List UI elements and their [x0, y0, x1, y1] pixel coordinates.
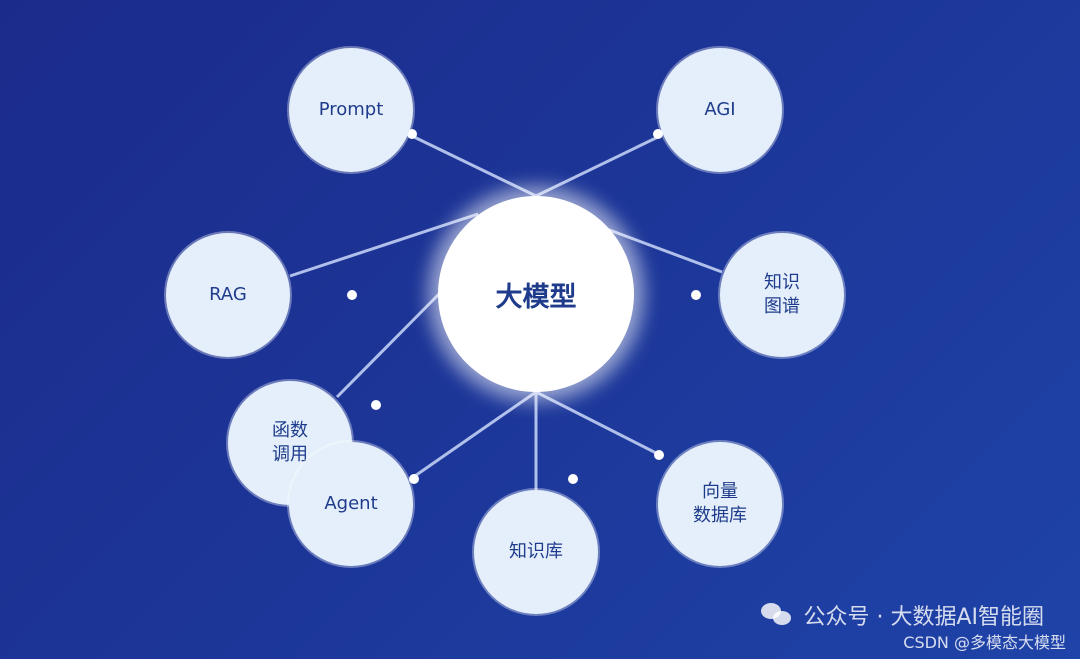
wechat-watermark-text: 公众号 · 大数据AI智能圈: [803, 605, 1044, 630]
connector-knowledge-graph: [603, 226, 723, 274]
dot-prompt: [407, 129, 417, 139]
node-rag: RAG: [166, 233, 290, 357]
center-node-label: 大模型: [495, 281, 577, 313]
node-prompt: Prompt: [289, 48, 413, 172]
node-knowledge-graph: 知识 图谱: [720, 233, 844, 357]
wechat-watermark: 公众号 · 大数据AI智能圈: [759, 599, 1044, 631]
node-knowledge-base-label: 知识库: [509, 540, 563, 562]
node-vector-db-label: 向量 数据库: [693, 480, 747, 526]
node-agi-label: AGI: [704, 98, 736, 120]
dot-left: [347, 290, 357, 300]
node-knowledge-graph-label: 知识 图谱: [764, 271, 800, 317]
node-vector-db: 向量 数据库: [658, 442, 782, 566]
dot-vector-db: [654, 450, 664, 460]
dot-function-call: [371, 400, 381, 410]
node-agi: AGI: [658, 48, 782, 172]
dot-agent: [409, 474, 419, 484]
connector-function-call: [335, 290, 443, 399]
node-agent-label: Agent: [324, 492, 378, 514]
connector-rag: [289, 212, 479, 278]
dot-right: [691, 290, 701, 300]
connector-prompt-agi-cross: [411, 134, 537, 198]
node-rag-label: RAG: [209, 283, 247, 305]
node-agent: Agent: [289, 442, 413, 566]
center-node: 大模型: [438, 196, 634, 392]
node-knowledge-base: 知识库: [474, 490, 598, 614]
connector-agent: [411, 390, 537, 480]
node-function-call-label: 函数 调用: [272, 419, 308, 465]
dot-knowledge-base: [568, 474, 578, 484]
node-prompt-label: Prompt: [318, 98, 384, 120]
wechat-icon: [759, 601, 793, 629]
connector-agi: [535, 134, 661, 198]
connector-vector-db: [535, 390, 663, 458]
dot-agi: [653, 129, 663, 139]
csdn-watermark: CSDN @多模态大模型: [903, 633, 1066, 652]
